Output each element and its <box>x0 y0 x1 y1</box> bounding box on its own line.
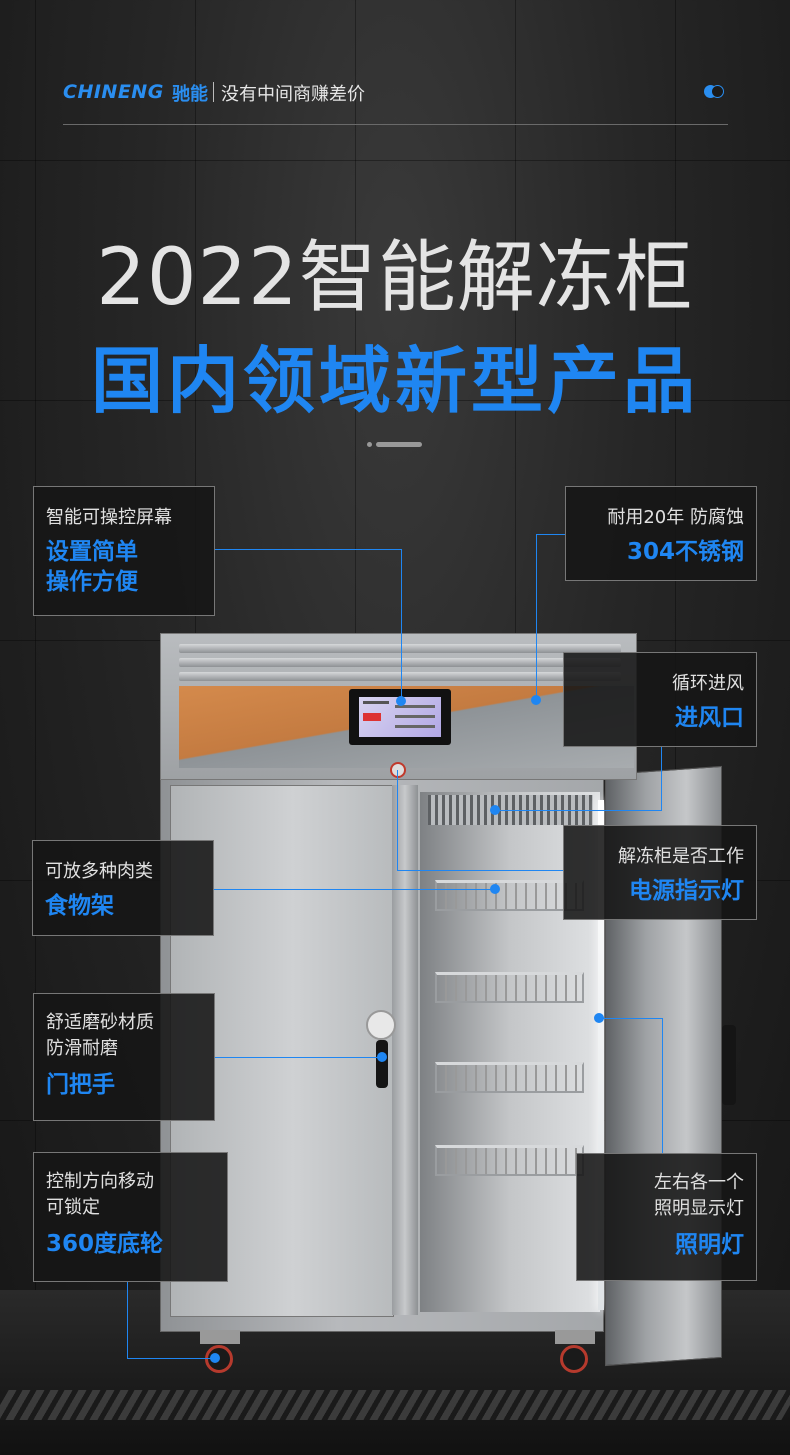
callout-main: 304不锈钢 <box>626 539 744 565</box>
air-intake-slot <box>179 644 621 653</box>
header-separator <box>213 82 214 102</box>
air-intake-slot <box>179 658 621 667</box>
connector-line <box>127 1282 128 1358</box>
food-rack-shelf <box>435 1145 584 1176</box>
connector-line <box>536 534 537 698</box>
headline: 2022智能解冻柜 <box>96 233 694 323</box>
wheel-icon <box>205 1345 233 1373</box>
callout-marker <box>490 884 500 894</box>
callout-sub: 智能可操控屏幕 <box>46 507 172 528</box>
callout-sub: 耐用20年 防腐蚀 <box>607 507 744 528</box>
air-intake-slot <box>179 672 621 681</box>
callout-main: 360度底轮 <box>46 1231 164 1257</box>
callout-sub: 防滑耐磨 <box>46 1038 118 1059</box>
callout-sub: 照明显示灯 <box>654 1198 744 1219</box>
callout-marker <box>490 805 500 815</box>
callout-marker <box>377 1052 387 1062</box>
connector-line <box>397 870 563 871</box>
callout-smart-screen: 智能可操控屏幕 设置简单 操作方便 <box>33 486 215 616</box>
callout-sub: 舒适磨砂材质 <box>46 1012 154 1033</box>
connector-line <box>215 549 401 550</box>
callout-lighting: 左右各一个 照明显示灯 照明灯 <box>576 1153 757 1281</box>
connector-line <box>662 1018 663 1153</box>
connector-line <box>536 534 566 535</box>
callout-door-handle: 舒适磨砂材质 防滑耐磨 门把手 <box>33 993 215 1121</box>
callout-steel: 耐用20年 防腐蚀 304不锈钢 <box>565 486 757 581</box>
callout-air-intake: 循环进风 进风口 <box>563 652 757 747</box>
subheadline: 国内领域新型产品 <box>90 339 699 423</box>
caster-mount <box>555 1330 595 1344</box>
connector-line <box>661 747 662 810</box>
callout-sub: 解冻柜是否工作 <box>618 846 744 867</box>
callout-sub: 可锁定 <box>46 1197 100 1218</box>
right-door-handle <box>722 1025 736 1105</box>
callout-marker <box>531 695 541 705</box>
header: CHINENG 驰能 没有中间商赚差价 <box>63 78 728 108</box>
wheel-icon <box>560 1345 588 1373</box>
callout-main: 操作方便 <box>46 569 138 595</box>
food-rack-shelf <box>435 1062 584 1093</box>
section-divider-bar <box>376 442 422 447</box>
brand-logo[interactable]: CHINENG <box>63 81 164 103</box>
food-rack-shelf <box>435 880 584 911</box>
caster-mount <box>200 1330 240 1344</box>
door-post <box>392 785 418 1315</box>
door-handle <box>376 1040 388 1088</box>
section-divider-dot <box>367 442 372 447</box>
callout-marker <box>210 1353 220 1363</box>
callout-main: 门把手 <box>46 1072 115 1098</box>
callout-marker <box>594 1013 604 1023</box>
toggle-icon[interactable] <box>704 85 724 99</box>
callout-main: 照明灯 <box>675 1232 744 1258</box>
connector-line <box>127 1358 213 1359</box>
connector-line <box>213 889 496 890</box>
callout-sub: 控制方向移动 <box>46 1171 154 1192</box>
callout-sub: 左右各一个 <box>654 1172 744 1193</box>
connector-line <box>397 770 398 870</box>
header-divider <box>63 124 728 125</box>
callout-main: 设置简单 <box>46 539 138 565</box>
slogan: 没有中间商赚差价 <box>221 84 365 105</box>
callout-main: 电源指示灯 <box>629 878 744 904</box>
callout-main: 食物架 <box>45 893 114 919</box>
connector-line <box>600 1018 662 1019</box>
food-rack-shelf <box>435 972 584 1003</box>
callout-power-light: 解冻柜是否工作 电源指示灯 <box>563 825 757 920</box>
floor-drain-grate <box>0 1390 790 1420</box>
connector-line <box>495 810 662 811</box>
callout-food-rack: 可放多种肉类 食物架 <box>32 840 214 936</box>
callout-sub: 可放多种肉类 <box>45 861 153 882</box>
connector-line <box>215 1057 382 1058</box>
callout-main: 进风口 <box>675 705 744 731</box>
lock-icon <box>366 1010 396 1040</box>
lighting-strip <box>598 800 604 1310</box>
callout-sub: 循环进风 <box>672 673 744 694</box>
connector-line <box>401 549 402 701</box>
callout-marker <box>396 696 406 706</box>
power-indicator-light <box>390 762 406 778</box>
callout-wheels: 控制方向移动 可锁定 360度底轮 <box>33 1152 228 1282</box>
brand-logo-cn: 驰能 <box>172 84 208 105</box>
